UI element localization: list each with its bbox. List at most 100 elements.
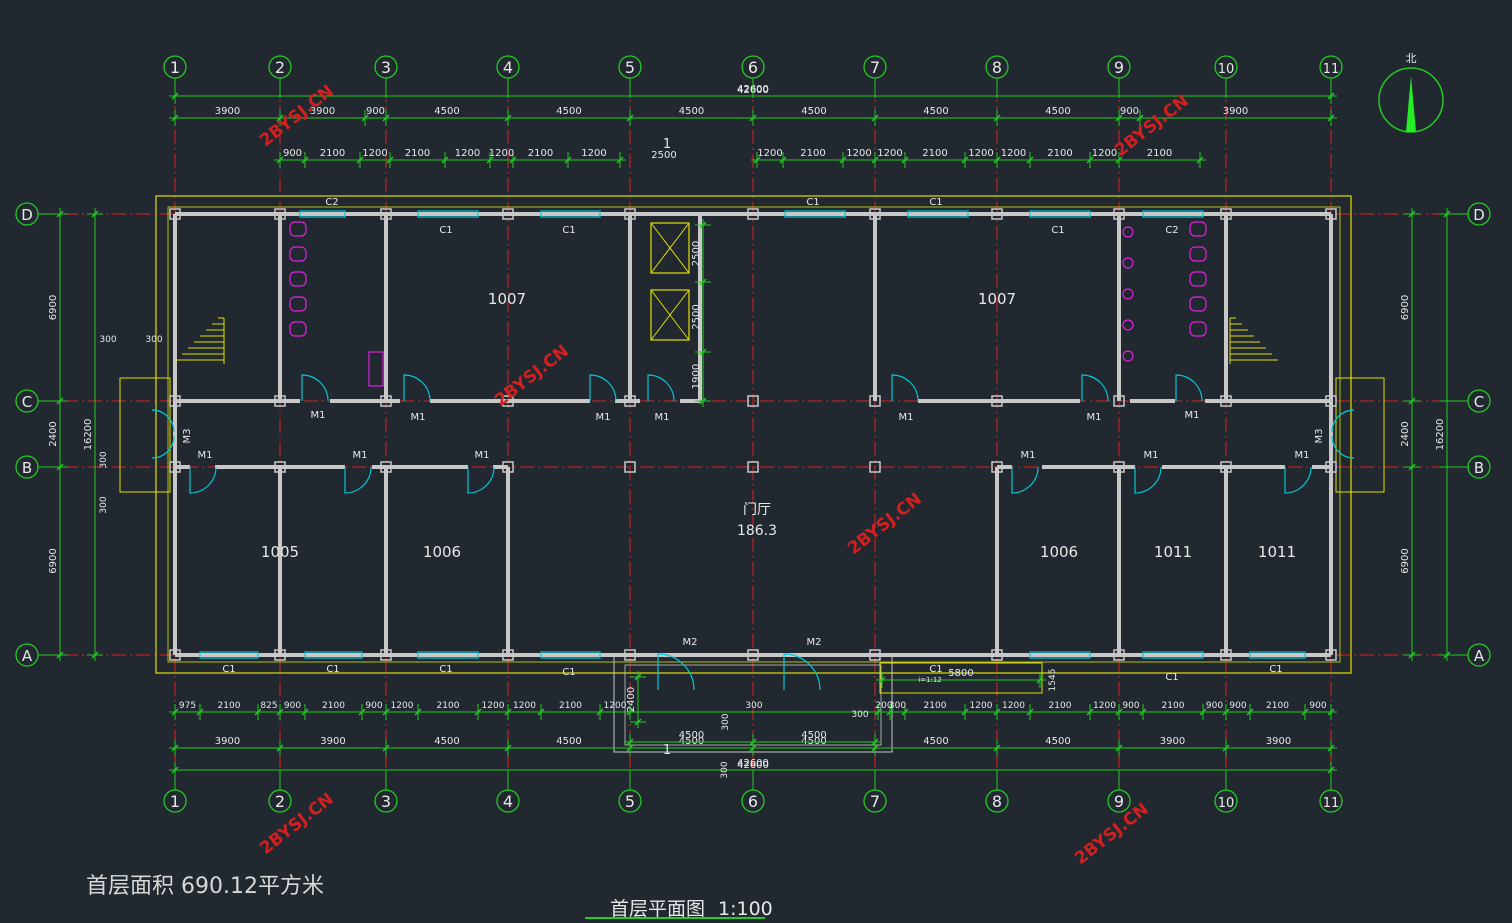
dim-slash: [1026, 708, 1034, 716]
dim-slash: [839, 156, 847, 164]
fixtures: [176, 221, 1278, 387]
dim-text: 4500: [434, 106, 459, 117]
window-tag: C1: [439, 664, 452, 675]
dim-slash: [871, 156, 879, 164]
dim-text: 4500: [679, 106, 704, 117]
axis-bubble-label: 1: [170, 58, 180, 77]
dim-text: 900: [1206, 701, 1223, 711]
toilet-fixture: [289, 296, 307, 312]
window: [417, 210, 479, 218]
dim-slash: [276, 114, 284, 122]
axis-bubble-label: A: [22, 647, 33, 665]
dim-text: 2100: [218, 701, 241, 711]
column: [1325, 395, 1337, 407]
door-tag: M1: [411, 412, 426, 423]
dim-slash: [1327, 708, 1335, 716]
window: [199, 651, 259, 659]
column: [991, 461, 1003, 473]
dim-text: 2100: [1047, 148, 1072, 159]
dim-text: 5800: [948, 668, 973, 679]
axis-bubble-label: 4: [503, 58, 513, 77]
column: [747, 649, 759, 661]
dim-slash: [509, 156, 517, 164]
urinal-fixture: [1122, 257, 1134, 269]
column: [502, 395, 514, 407]
axis-bubble-label: 2: [275, 58, 285, 77]
dim-slash: [779, 156, 787, 164]
room-label-1011-b: 1011: [1258, 543, 1296, 561]
axis-bubble-label: 5: [625, 792, 635, 811]
urinal-fixture: [1122, 350, 1134, 362]
dim-slash: [961, 156, 969, 164]
column: [624, 208, 636, 220]
dim-slash: [1301, 708, 1309, 716]
dim-text: 3900: [1266, 736, 1291, 747]
door: [1284, 466, 1312, 494]
window: [1142, 651, 1204, 659]
door-tag: M3: [1314, 429, 1325, 444]
door: [151, 409, 175, 433]
window-tag: C1: [1051, 225, 1064, 236]
column: [502, 649, 514, 661]
window-tag: C1: [929, 197, 942, 208]
dim-text: 2400: [48, 421, 59, 446]
dim-slash: [382, 114, 390, 122]
axis-bubble-label: D: [21, 206, 33, 224]
door-tag: M1: [1185, 410, 1200, 421]
dim-slash: [874, 708, 882, 716]
room-label-1005: 1005: [261, 543, 299, 561]
dim-text: 2100: [1266, 701, 1289, 711]
dim-text: 3900: [320, 736, 345, 747]
dim-slash: [1115, 156, 1123, 164]
dim-text: 4500: [679, 730, 704, 741]
dim-text: 2100: [1147, 148, 1172, 159]
dim-slash: [276, 744, 284, 752]
dim-text: 2100: [800, 148, 825, 159]
dim-slash: [626, 738, 634, 746]
dim-slash: [1136, 114, 1144, 122]
window-tag: C1: [1269, 664, 1282, 675]
axis-grid: [40, 82, 1466, 787]
door: [647, 374, 675, 402]
dim-text: 6900: [48, 295, 59, 320]
window: [907, 210, 969, 218]
column: [502, 208, 514, 220]
dim-text: 2100: [405, 148, 430, 159]
dim-text: 4500: [923, 106, 948, 117]
column: [380, 208, 392, 220]
door-tag: M3: [182, 429, 193, 444]
dim-text: 300: [745, 701, 762, 711]
dim-text: 2100: [924, 701, 947, 711]
window: [540, 651, 601, 659]
axis-bubble-label: 10: [1218, 62, 1235, 77]
dim-text: 900: [365, 701, 382, 711]
column: [747, 461, 759, 473]
door: [344, 466, 372, 494]
dim-slash: [871, 738, 879, 746]
dim-slash: [596, 708, 604, 716]
dim-slash: [1115, 114, 1123, 122]
dim-slash: [1222, 744, 1230, 752]
dim-text: 3900: [215, 736, 240, 747]
dim-text: i=1:12: [918, 676, 942, 684]
dim-slash: [474, 708, 482, 716]
section-mark: 1: [663, 743, 671, 758]
door-tag: M2: [807, 637, 822, 648]
column: [991, 208, 1003, 220]
dim-slash: [993, 708, 1001, 716]
axis-bubble-label: A: [1474, 647, 1485, 665]
dim-slash: [301, 708, 309, 716]
window: [784, 210, 846, 218]
dim-slash: [504, 708, 512, 716]
dim-slash: [886, 708, 894, 716]
column: [1113, 649, 1125, 661]
column: [169, 208, 181, 220]
dim-text: 2400: [626, 687, 637, 712]
urinal-fixture: [1122, 319, 1134, 331]
axis-bubble-label: 8: [992, 58, 1002, 77]
dim-text: 2100: [559, 701, 582, 711]
window-tag: C1: [806, 197, 819, 208]
dim-slash: [1327, 744, 1335, 752]
